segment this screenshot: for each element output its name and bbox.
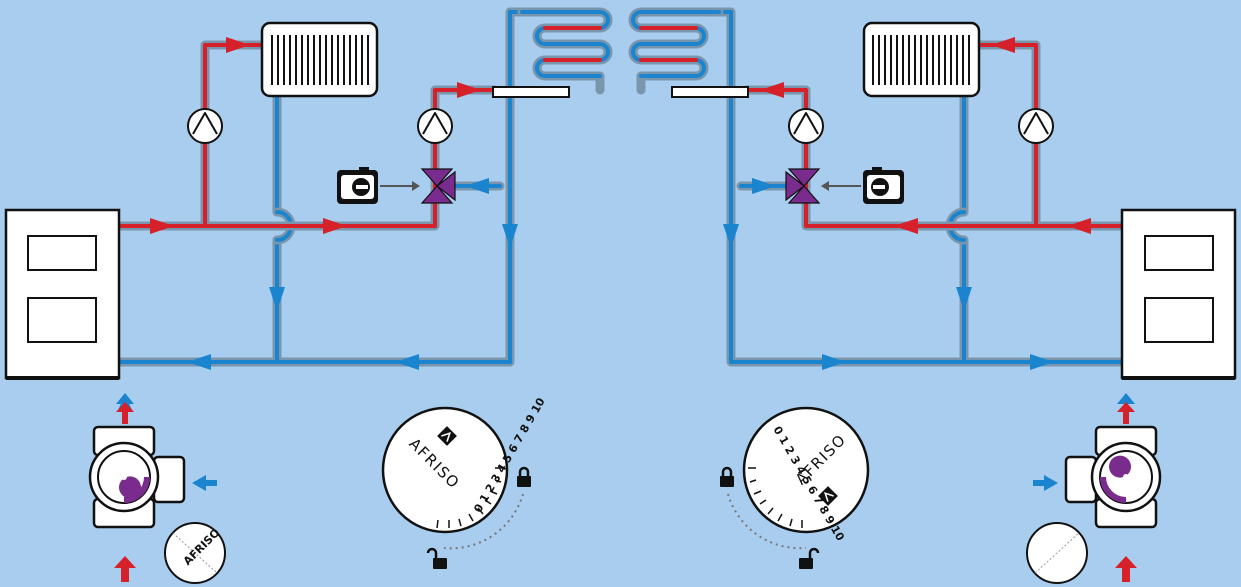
radiator-icon [862,21,981,98]
mixing-valve-body-left [88,425,186,529]
boiler-icon [1120,208,1237,380]
pump-icon [417,108,453,144]
lock-icon [720,466,734,487]
right-circuit [628,7,1237,380]
three-way-mixing-valve-icon [785,168,821,204]
unlock-icon [426,547,447,569]
small-dial-right [1026,522,1088,584]
dial-range-arc-right [727,493,807,550]
pump-icon [187,108,223,144]
floor-heating-coil-icon [628,7,724,95]
dial-range-arc-left [443,493,524,550]
valve-actuator-icon [337,167,378,204]
mixing-valve-body-right [1064,425,1162,529]
valve-actuator-icon [863,167,904,204]
radiator-icon [260,21,379,98]
unlock-icon [799,547,820,569]
boiler-icon [4,208,121,380]
pump-icon [788,108,824,144]
handle-dial-right: AFRISO 0 1 2 3 4 5 6 7 8 9 10 [742,406,870,543]
manifold-bar [671,86,749,98]
pump-icon [1018,108,1054,144]
lock-icon [517,466,531,487]
small-dial-left: AFRISO [164,522,226,584]
left-circuit [4,7,613,380]
three-way-mixing-valve-icon [420,168,456,204]
manifold-bar [492,86,570,98]
handle-dial-left: AFRISO 0 1 2 3 4 5 6 7 8 9 10 [381,395,548,534]
afriso-logo-icon [437,426,457,446]
floor-heating-coil-icon [517,7,613,95]
